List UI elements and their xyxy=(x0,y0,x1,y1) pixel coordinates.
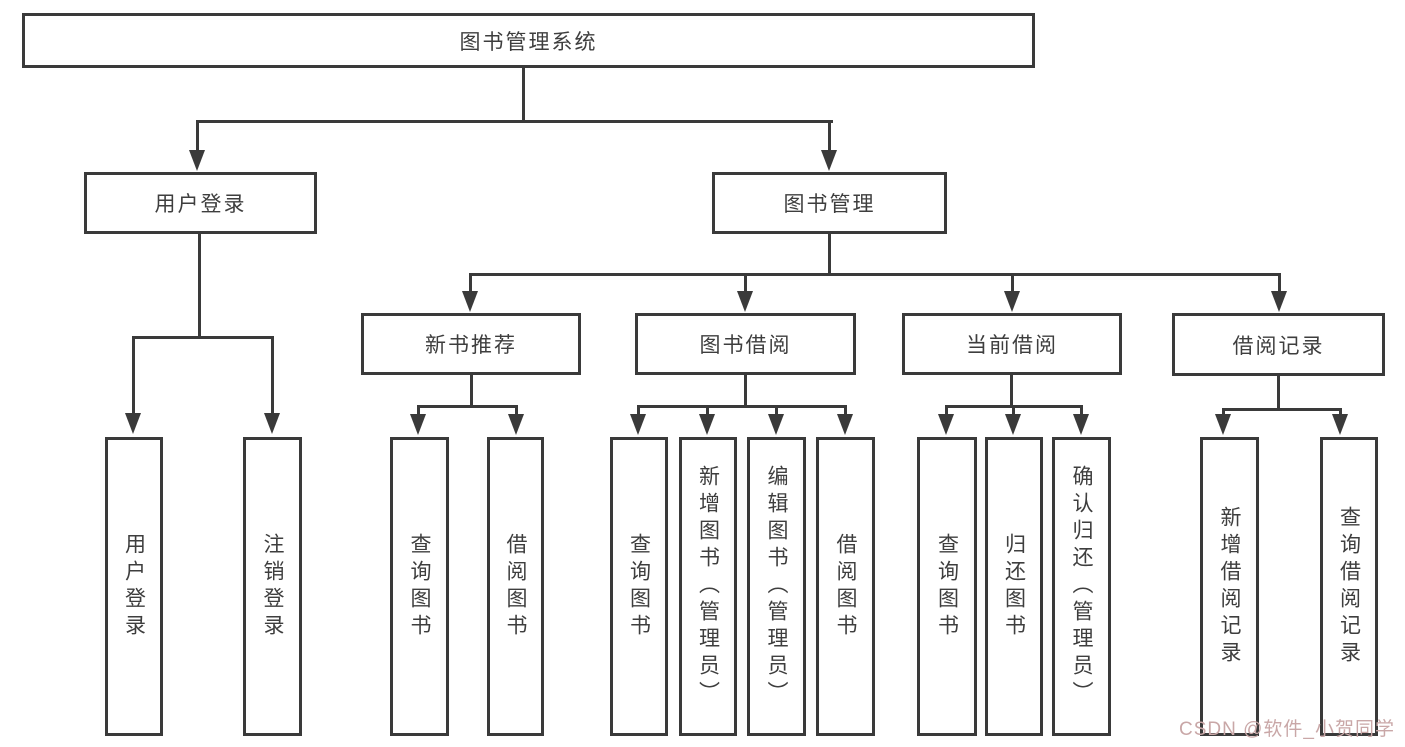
leaf-logout: 注销登录 xyxy=(243,437,302,736)
node-label: 新书推荐 xyxy=(425,334,517,357)
node-borrowing-records: 借阅记录 xyxy=(1172,313,1385,376)
connector-drop xyxy=(1278,273,1281,293)
arrow-down-icon xyxy=(508,414,524,435)
leaf-borrow-books-borrowing: 借阅图书 xyxy=(816,437,875,736)
arrow-down-icon xyxy=(938,414,954,435)
connector-drop xyxy=(844,405,847,415)
arrow-down-icon xyxy=(737,291,753,312)
node-label: 图书管理 xyxy=(783,193,876,216)
arrow-down-icon xyxy=(410,414,426,435)
arrow-down-icon xyxy=(1005,414,1021,435)
leaf-add-borrow-record: 新增借阅记录 xyxy=(1200,437,1259,736)
node-label: 确认归还（管理员） xyxy=(1070,465,1093,708)
node-library-management-system: 图书管理系统 xyxy=(22,13,1035,68)
node-label: 图书借阅 xyxy=(699,334,792,357)
connector-drop xyxy=(196,120,199,152)
leaf-confirm-return-admin: 确认归还（管理员） xyxy=(1052,437,1111,736)
connector-newbook-bar xyxy=(418,405,518,408)
node-current-borrowing: 当前借阅 xyxy=(902,313,1122,375)
leaf-query-borrow-record: 查询借阅记录 xyxy=(1320,437,1378,736)
connector-bookmgmt-bar xyxy=(470,273,1281,276)
arrow-down-icon xyxy=(699,414,715,435)
leaf-query-books-borrowing: 查询图书 xyxy=(610,437,668,736)
connector-records-stem xyxy=(1277,376,1280,408)
node-label: 新增借阅记录 xyxy=(1218,505,1241,668)
arrow-down-icon xyxy=(837,414,853,435)
connector-drop xyxy=(637,405,640,415)
connector-records-bar xyxy=(1222,408,1342,411)
node-label: 用户登录 xyxy=(154,193,247,216)
node-label: 注销登录 xyxy=(261,532,284,641)
connector-drop xyxy=(469,273,472,293)
connector-current-stem xyxy=(1010,375,1013,405)
connector-drop xyxy=(417,405,420,415)
connector-drop xyxy=(1012,405,1015,415)
arrow-down-icon xyxy=(1332,414,1348,435)
arrow-down-icon xyxy=(462,291,478,312)
connector-drop xyxy=(945,405,948,415)
node-label: 查询图书 xyxy=(627,532,651,641)
connector-userlogin-bar xyxy=(133,336,274,339)
node-label: 查询图书 xyxy=(408,532,431,641)
node-label: 借阅图书 xyxy=(504,532,527,641)
node-label: 借阅记录 xyxy=(1232,334,1325,358)
node-label: 用户登录 xyxy=(122,532,146,641)
node-label: 当前借阅 xyxy=(966,334,1058,357)
leaf-query-books-current: 查询图书 xyxy=(917,437,977,736)
arrow-down-icon xyxy=(630,414,646,435)
connector-userlogin-stem xyxy=(198,234,201,336)
node-new-book-recommendation: 新书推荐 xyxy=(361,313,581,375)
arrow-down-icon xyxy=(1215,414,1231,435)
node-label: 编辑图书（管理员） xyxy=(765,465,788,708)
node-label: 查询图书 xyxy=(935,532,959,641)
arrow-down-icon xyxy=(1271,291,1287,312)
arrow-down-icon xyxy=(264,413,280,434)
node-label: 新增图书（管理员） xyxy=(696,465,720,708)
leaf-query-books-recommend: 查询图书 xyxy=(390,437,449,736)
leaf-user-login: 用户登录 xyxy=(105,437,163,736)
connector-root-bar xyxy=(196,120,833,123)
node-book-management: 图书管理 xyxy=(712,172,947,234)
leaf-add-books-admin: 新增图书（管理员） xyxy=(679,437,737,736)
leaf-borrow-books-recommend: 借阅图书 xyxy=(487,437,544,736)
arrow-down-icon xyxy=(821,150,837,171)
node-label: 图书管理系统 xyxy=(459,30,598,54)
connector-drop xyxy=(515,405,518,415)
connector-root-stem xyxy=(522,68,525,120)
connector-drop xyxy=(1339,408,1342,415)
arrow-down-icon xyxy=(768,414,784,435)
connector-drop xyxy=(1011,273,1014,293)
connector-drop xyxy=(828,120,831,152)
connector-drop xyxy=(775,405,778,415)
connector-bookmgmt-stem xyxy=(828,234,831,273)
connector-drop xyxy=(706,405,709,415)
connector-drop xyxy=(1222,408,1225,415)
node-user-login: 用户登录 xyxy=(84,172,317,234)
connector-drop xyxy=(744,273,747,293)
node-book-borrowing: 图书借阅 xyxy=(635,313,856,375)
arrow-down-icon xyxy=(1004,291,1020,312)
connector-drop xyxy=(271,336,274,415)
node-label: 归还图书 xyxy=(1002,532,1026,641)
node-label: 借阅图书 xyxy=(834,532,857,641)
connector-borrowing-bar xyxy=(637,405,847,408)
connector-borrowing-stem xyxy=(744,375,747,405)
arrow-down-icon xyxy=(1073,414,1089,435)
connector-newbook-stem xyxy=(470,375,473,405)
connector-drop xyxy=(1080,405,1083,415)
arrow-down-icon xyxy=(189,150,205,171)
connector-drop xyxy=(132,336,135,415)
arrow-down-icon xyxy=(125,413,141,434)
csdn-watermark: CSDN @软件_小贺同学 xyxy=(1179,719,1395,740)
leaf-return-books: 归还图书 xyxy=(985,437,1043,736)
leaf-edit-books-admin: 编辑图书（管理员） xyxy=(747,437,806,736)
node-label: 查询借阅记录 xyxy=(1337,505,1361,668)
